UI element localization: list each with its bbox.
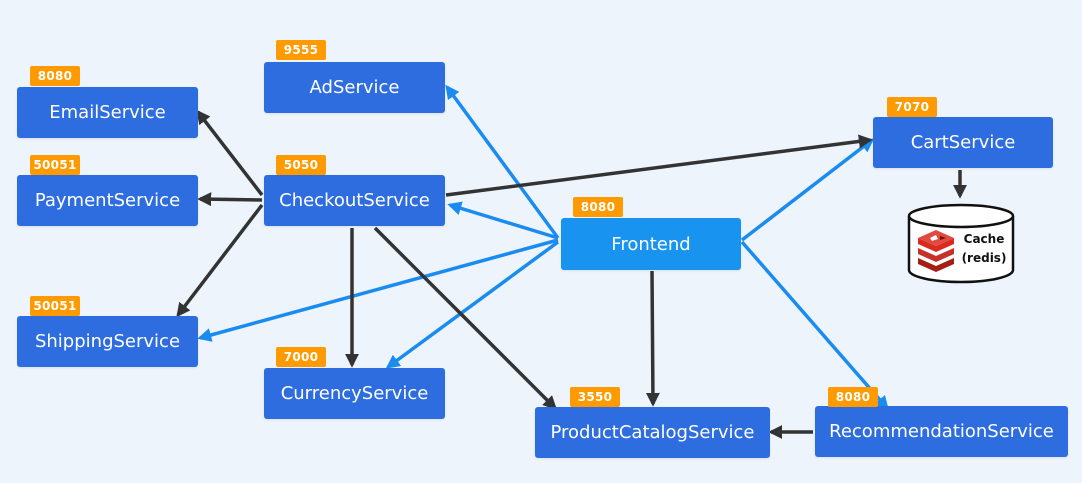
recommendation-service-label: RecommendationService [829, 421, 1054, 442]
edge-frontend-to-shipping [197, 238, 559, 342]
payment-service-node[interactable]: PaymentService [17, 175, 198, 226]
database-cylinder-icon [907, 203, 1015, 284]
edge-frontend-to-currency [385, 240, 560, 369]
checkout-service-node[interactable]: CheckoutService [264, 175, 445, 226]
cart-service-node[interactable]: CartService [873, 117, 1053, 168]
redis-cache-node[interactable]: Cache (redis) [906, 202, 1016, 286]
email-service-port-badge: 8080 [30, 66, 80, 86]
currency-service-port-badge: 7000 [276, 347, 326, 367]
product-catalog-service-port-badge: 3550 [570, 387, 620, 407]
frontend-node[interactable]: Frontend [561, 218, 741, 270]
checkout-service-port-badge: 5050 [276, 155, 326, 175]
shipping-service-node[interactable]: ShippingService [17, 316, 198, 367]
edge-frontend-to-checkout [447, 201, 559, 240]
cart-service-label: CartService [910, 132, 1016, 153]
edge-checkout-to-cart [445, 134, 873, 197]
email-service-label: EmailService [49, 102, 166, 123]
ad-service-port-badge: 9555 [276, 40, 326, 60]
redis-icon [918, 230, 954, 272]
edge-frontend-to-catalog [645, 270, 660, 407]
edge-frontend-to-recommend [740, 240, 889, 411]
edge-frontend-to-cart [740, 138, 875, 242]
product-catalog-service-node[interactable]: ProductCatalogService [535, 407, 770, 458]
ad-service-label: AdService [309, 77, 400, 98]
ad-service-node[interactable]: AdService [264, 62, 445, 113]
currency-service-node[interactable]: CurrencyService [264, 368, 445, 419]
edge-checkout-to-payment [197, 192, 263, 207]
cache-label-line2: (redis) [961, 251, 1007, 265]
frontend-label: Frontend [611, 233, 691, 255]
product-catalog-service-label: ProductCatalogService [550, 422, 755, 443]
edge-frontend-to-ad [445, 84, 560, 240]
edge-checkout-to-catalog [373, 226, 557, 410]
shipping-service-port-badge: 50051 [30, 296, 80, 316]
cache-label-line1: Cache [963, 232, 1005, 246]
edge-checkout-to-email [196, 109, 264, 197]
cart-service-port-badge: 7070 [887, 97, 937, 117]
shipping-service-label: ShippingService [34, 331, 181, 352]
frontend-port-badge: 8080 [573, 197, 623, 217]
checkout-service-label: CheckoutService [279, 190, 430, 211]
recommendation-service-node[interactable]: RecommendationService [815, 406, 1068, 457]
edge-checkout-to-shipping [176, 203, 264, 318]
recommendation-service-port-badge: 8080 [828, 387, 878, 407]
payment-service-port-badge: 50051 [30, 155, 80, 175]
currency-service-label: CurrencyService [280, 383, 429, 404]
payment-service-label: PaymentService [34, 190, 181, 211]
email-service-node[interactable]: EmailService [17, 87, 198, 138]
